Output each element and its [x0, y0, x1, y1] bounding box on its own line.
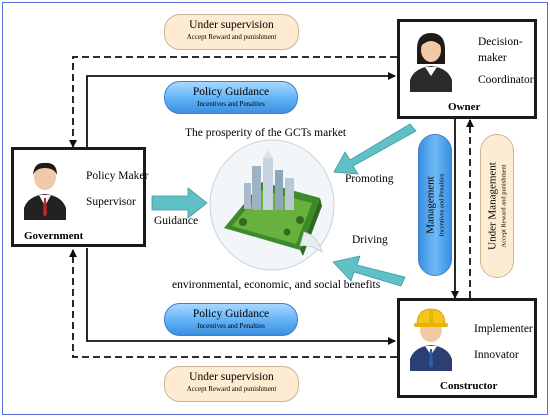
businesswoman-avatar	[410, 33, 452, 92]
dashed-connector-constructor-government	[69, 249, 397, 358]
green-city-illustration	[209, 139, 335, 271]
policy-guidance-top-title: Policy Guidance	[192, 86, 270, 98]
construction-worker-avatar	[410, 308, 452, 371]
promoting-arrow	[333, 123, 417, 175]
supervision-top-title: Under supervision	[189, 19, 274, 31]
guidance-arrow	[151, 187, 208, 219]
policy-guidance-bottom-pill: Policy Guidance Incentives and Penalties	[164, 303, 298, 336]
owner-role-coordinator: Coordinator	[478, 74, 534, 86]
under-management-pill: Under Management Accept Reward and punis…	[480, 134, 514, 278]
constructor-name: Constructor	[440, 380, 498, 392]
businessman-avatar	[24, 162, 66, 220]
management-pill: Management Incentives and Penalties	[418, 134, 452, 276]
constructor-role-implementer: Implementer	[474, 323, 533, 335]
solid-connector-government-owner	[86, 72, 396, 147]
supervision-bottom-pill: Under supervision Accept Reward and puni…	[164, 366, 299, 402]
policy-guidance-bottom-subtitle: Incentives and Penalties	[197, 322, 265, 330]
supervision-top-subtitle: Accept Reward and punishment	[186, 33, 277, 41]
owner-name: Owner	[448, 101, 481, 113]
government-role-policy-maker: Policy Maker	[86, 170, 149, 182]
policy-guidance-top-subtitle: Incentives and Penalties	[197, 100, 265, 108]
guidance-label: Guidance	[154, 215, 199, 227]
supervision-bottom-title: Under supervision	[189, 371, 274, 383]
government-role-supervisor: Supervisor	[86, 196, 136, 208]
policy-guidance-bottom-title: Policy Guidance	[192, 308, 270, 320]
management-title: Management	[424, 176, 437, 234]
management-subtitle: Incentives and Penalties	[438, 173, 446, 237]
constructor-box: Implementer Innovator Constructor	[397, 298, 537, 398]
policy-guidance-top-pill: Policy Guidance Incentives and Penalties	[164, 81, 298, 114]
driving-arrow	[332, 255, 406, 287]
owner-role-decision: Decision-	[478, 36, 523, 48]
government-box: Policy Maker Supervisor Government	[11, 147, 149, 247]
supervision-bottom-subtitle: Accept Reward and punishment	[186, 385, 277, 393]
solid-connector-government-constructor	[86, 248, 396, 345]
owner-box: Decision- maker Coordinator Owner	[397, 19, 537, 119]
promoting-label: Promoting	[345, 173, 394, 185]
supervision-top-pill: Under supervision Accept Reward and puni…	[164, 14, 299, 50]
under-management-title: Under Management	[486, 162, 499, 250]
market-prosperity-title: The prosperity of the GCTs market	[185, 127, 347, 139]
government-name: Government	[24, 230, 84, 242]
owner-role-maker: maker	[478, 52, 507, 64]
driving-label: Driving	[352, 234, 388, 246]
under-management-subtitle: Accept Reward and punishment	[500, 164, 508, 248]
benefits-label: environmental, economic, and social bene…	[172, 279, 381, 291]
constructor-role-innovator: Innovator	[474, 349, 519, 361]
dashed-connector-owner-government	[69, 56, 397, 148]
